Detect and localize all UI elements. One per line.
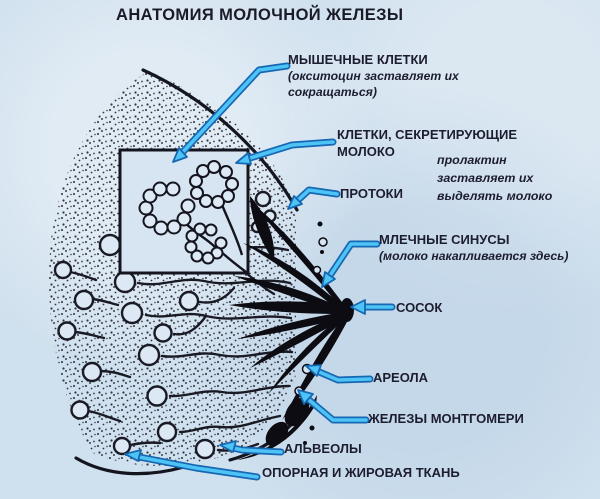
label-montgomery-glands: ЖЕЛЕЗЫ МОНТГОМЕРИ [368,411,524,427]
label-nipple-name: СОСОК [396,300,443,315]
label-areola-name: АРЕОЛА [373,370,429,385]
leader-arrow-milk-sinuses [321,240,381,288]
alveoli-cluster-magnified [138,160,247,273]
leader-arrow-nipple [350,299,396,315]
leader-arrow-support-tissue [124,449,261,481]
label-muscle-cells-name: МЫШЕЧНЫЕ КЛЕТКИ [288,52,428,67]
label-milk-sinuses: МЛЕЧНЫЕ СИНУСЫ (молоко накапливается зде… [379,232,568,264]
leader-arrow-secreting-cells [235,138,337,165]
label-secreting-line2: МОЛОКО [337,144,395,159]
nipple-shape [340,298,354,322]
leader-arrow-muscle-cells [172,62,291,163]
label-prolactin-line1: пролактин [437,153,507,167]
leader-arrows [124,62,396,481]
label-support-fat-tissue: ОПОРНАЯ И ЖИРОВАЯ ТКАНЬ [262,465,460,481]
label-areola: АРЕОЛА [373,370,428,386]
label-ducts: ПРОТОКИ [340,186,403,202]
label-support-name: ОПОРНАЯ И ЖИРОВАЯ ТКАНЬ [262,465,460,480]
label-alveoli-name: АЛЬВЕОЛЫ [284,441,362,456]
alveoli-bulbs [53,190,277,460]
leader-arrow-areola [305,364,374,384]
label-prolactin-note: пролактин заставляет их выделять молоко [437,151,552,205]
label-secreting-cells: КЛЕТКИ, СЕКРЕТИРУЮЩИЕ МОЛОКО [337,126,517,160]
label-prolactin-line3: выделять молоко [437,189,553,203]
leader-arrow-ducts [287,186,341,210]
label-secreting-line1: КЛЕТКИ, СЕКРЕТИРУЮЩИЕ [337,127,518,142]
label-montgomery-name: ЖЕЛЕЗЫ МОНТГОМЕРИ [368,411,524,426]
page-title: АНАТОМИЯ МОЛОЧНОЙ ЖЕЛЕЗЫ [116,6,404,24]
label-muscle-cells: МЫШЕЧНЫЕ КЛЕТКИ (окситоцин заставляет их… [288,52,459,100]
label-muscle-cells-note1: (окситоцин заставляет их [288,69,459,83]
label-milk-sinuses-name: МЛЕЧНЫЕ СИНУСЫ [379,232,510,247]
label-muscle-cells-note2: сокращаться) [288,85,377,99]
label-ducts-name: ПРОТОКИ [340,186,403,201]
leader-arrow-montgomery [297,389,370,424]
montgomery-gland-bumps [294,237,328,396]
label-nipple: СОСОК [396,300,442,316]
label-milk-sinuses-note: (молоко накапливается здесь) [379,249,569,263]
label-alveoli: АЛЬВЕОЛЫ [284,441,362,457]
leader-arrow-alveoli [219,440,285,456]
label-prolactin-line2: заставляет их [437,171,534,185]
